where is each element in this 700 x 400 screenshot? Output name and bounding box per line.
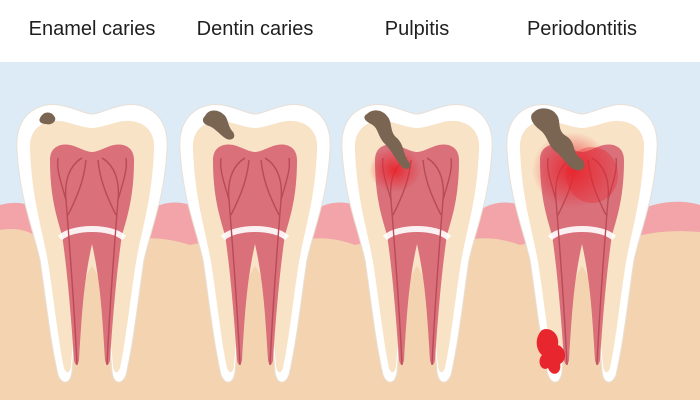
nerve-5 (442, 157, 453, 201)
nerve-6 (422, 159, 442, 216)
nerve-1 (64, 157, 83, 366)
cavity (39, 112, 56, 125)
nerve-4 (264, 157, 283, 366)
furcation-highlight (382, 226, 452, 241)
nerve-3 (230, 159, 250, 216)
nerve-6 (97, 159, 117, 216)
stage-labels: Enamel caries Dentin caries Pulpitis Per… (0, 0, 700, 62)
cavity (531, 108, 585, 171)
jaw-bone (0, 229, 700, 400)
label-periodontitis: Periodontitis (526, 18, 638, 40)
furcation-highlight (547, 226, 617, 241)
pulp-inflammation (369, 148, 421, 192)
furcation-highlight (57, 226, 127, 241)
nerve-3 (67, 159, 87, 216)
tooth-4 (506, 104, 658, 383)
nerve-1 (227, 157, 246, 366)
nerve-5 (607, 157, 618, 201)
nerve-6 (260, 159, 280, 216)
tooth-3 (341, 104, 493, 383)
furcation-highlight (220, 226, 290, 241)
label-enamel-caries: Enamel caries (28, 18, 156, 40)
pulp (213, 144, 297, 365)
nerve-4 (426, 157, 445, 366)
pulp (375, 144, 459, 365)
label-pulpitis: Pulpitis (384, 18, 450, 40)
periapical-abscess (536, 328, 566, 374)
tooth-1 (16, 104, 168, 383)
pulp (50, 144, 134, 365)
nerve-2 (219, 157, 230, 201)
nerve-5 (117, 157, 128, 201)
tooth-2 (179, 104, 331, 383)
cavity (364, 110, 411, 169)
pulp-inflammation (532, 132, 612, 208)
nerve-4 (101, 157, 120, 366)
label-dentin-caries: Dentin caries (196, 18, 314, 40)
cavity (202, 110, 235, 140)
nerve-2 (56, 157, 67, 201)
nerve-5 (280, 157, 291, 201)
